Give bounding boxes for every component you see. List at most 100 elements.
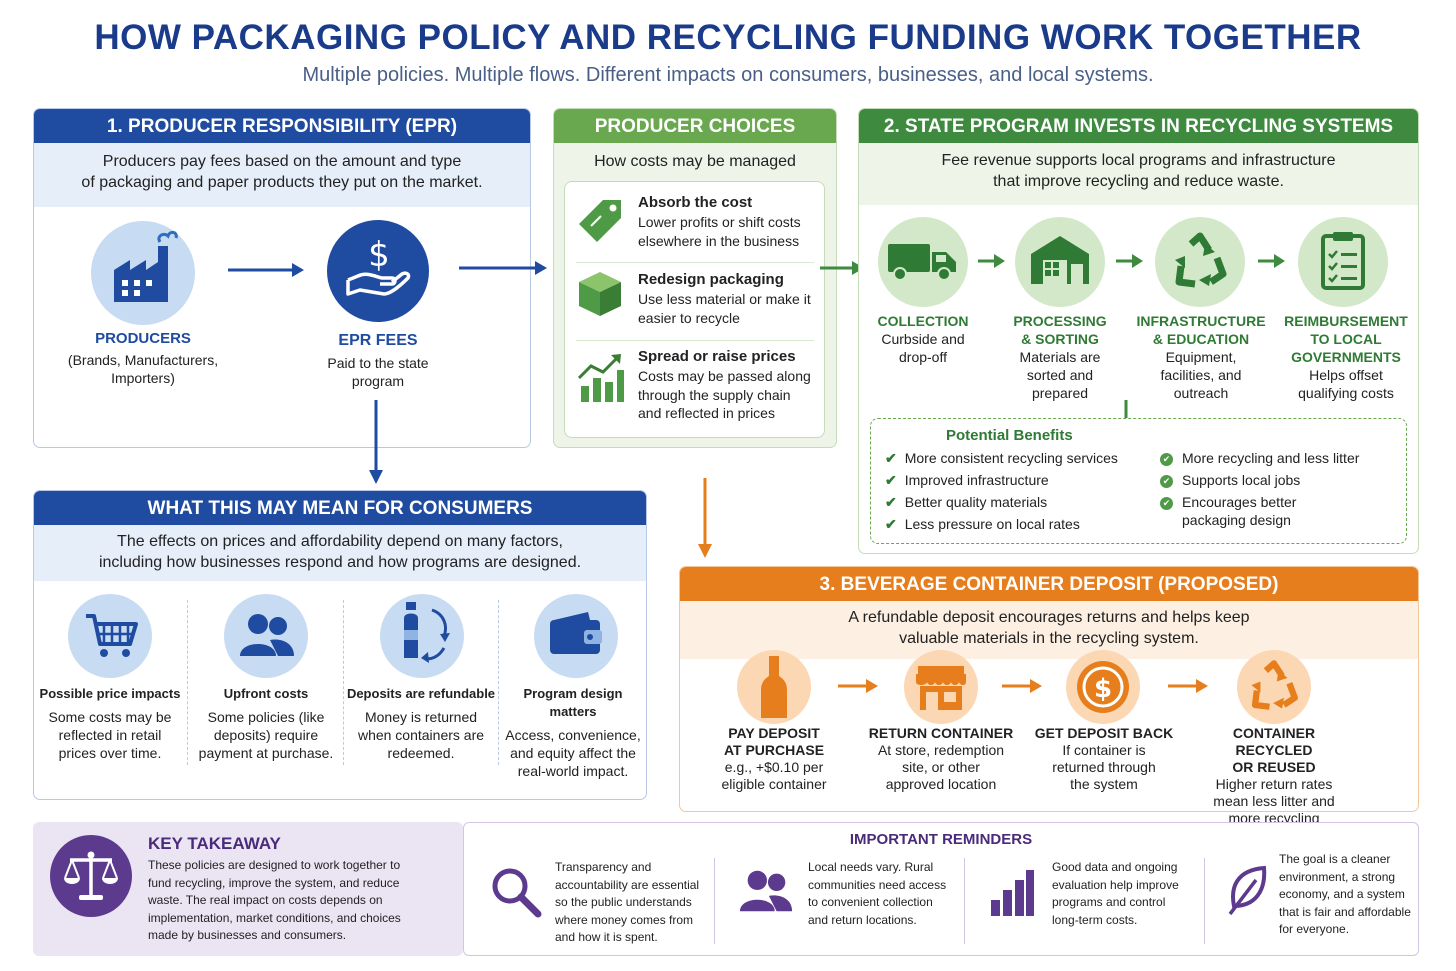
reminder-goal: The goal is a cleaner environment, a str… [1279, 851, 1414, 939]
consumers-heading: WHAT THIS MAY MEAN FOR CONSUMERS [34, 491, 646, 525]
benefits-title: Potential Benefits [946, 427, 1073, 444]
reminder-line: Good data and ongoing [1052, 860, 1178, 874]
consumer-item-deposits-l2: when containers are [357, 727, 485, 743]
benefit-left-4-text: Less pressure on local rates [904, 516, 1080, 532]
reminder-line: where money comes from [555, 912, 694, 927]
dollar-hand-icon: $ [346, 235, 411, 296]
arrow-fees-to-consumers [369, 400, 383, 484]
warehouse-icon [1031, 236, 1089, 284]
step-collection: COLLECTION Curbside and drop-off [863, 312, 983, 366]
benefit-right-1-text: More recycling and less litter [1182, 450, 1360, 466]
reminder-line: programs and control [1052, 895, 1166, 909]
choice-spread: Spread or raise prices Costs may be pass… [638, 347, 818, 423]
producers-title: PRODUCERS [95, 330, 191, 347]
fees-title: EPR FEES [338, 332, 418, 349]
consumer-item-design-title: Program design matters [523, 686, 623, 719]
takeaway-line: waste. The real impact on costs depends … [148, 893, 383, 908]
reminder-transparency: Transparency and accountability are esse… [555, 859, 710, 947]
deposit-step-recycle-t1: CONTAINER RECYCLED [1232, 725, 1316, 758]
page-title: HOW PACKAGING POLICY AND RECYCLING FUNDI… [94, 18, 1362, 57]
reminder-line: and return locations. [808, 912, 917, 927]
reminder-local-needs: Local needs vary. Rural communities need… [808, 859, 958, 929]
reminder-line: Transparency and [555, 860, 652, 874]
consumer-item-design-l2: and equity affect the [510, 745, 636, 761]
deposit-step-refund: GET DEPOSIT BACK If container is returne… [1029, 725, 1179, 793]
people-icon [240, 614, 294, 656]
choice-absorb: Absorb the cost Lower profits or shift c… [638, 193, 818, 250]
epr-desc-line1: Producers pay fees based on the amount a… [102, 153, 462, 170]
choice-spread-line3: and reflected in prices [638, 405, 775, 421]
reminder-line: to convenient collection [808, 895, 933, 909]
recycle-icon [1175, 232, 1227, 288]
reminder-line: communities need access [808, 877, 947, 892]
deposit-step-return-d1: At store, redemption [877, 742, 1005, 758]
deposit-desc-line1: A refundable deposit encourages returns … [848, 609, 1250, 626]
step-processing: PROCESSING & SORTING Materials are sorte… [1000, 312, 1120, 402]
reminders-divider [1204, 858, 1205, 944]
check-circle-icon: ✔ [1160, 453, 1173, 466]
scales-icon [64, 851, 118, 900]
reminder-line: long-term costs. [1052, 912, 1138, 927]
choice-redesign: Redesign packaging Use less material or … [638, 270, 818, 327]
page-subtitle: Multiple policies. Multiple flows. Diffe… [302, 64, 1154, 86]
state-desc-line1: Fee revenue supports local programs and … [941, 152, 1336, 169]
leaf-icon [1228, 865, 1267, 916]
recycle-icon [1251, 660, 1298, 710]
deposit-step-recycle-d2: mean less litter and [1213, 793, 1335, 809]
step-reimbursement-title1: REIMBURSEMENT [1284, 313, 1408, 329]
step-reimbursement-title3: GOVERNMENTS [1291, 349, 1401, 365]
benefits-box [870, 418, 1407, 544]
fees-line1: Paid to the state [327, 355, 429, 371]
magnifier-icon [492, 868, 542, 918]
producers-label: PRODUCERS (Brands, Manufacturers, Import… [53, 330, 233, 387]
benefit-right-3: ✔Encourages better [1160, 494, 1296, 510]
box-icon [579, 272, 621, 316]
price-tag-icon [579, 200, 621, 242]
consumer-item-design-l1: Access, convenience, [505, 727, 641, 743]
deposit-step-pay-t1: PAY DEPOSIT [728, 725, 820, 741]
choice-spread-title: Spread or raise prices [638, 348, 796, 365]
svg-text:$: $ [368, 235, 390, 275]
consumers-desc-line2: including how businesses respond and how… [98, 554, 582, 571]
step-collection-title: COLLECTION [877, 313, 969, 329]
step-infrastructure-d3: outreach [1173, 385, 1229, 401]
arrow-infrastructure-to-reimbursement [1258, 254, 1285, 268]
clipboard-icon [1321, 232, 1365, 290]
benefit-left-2-text: Improved infrastructure [904, 472, 1049, 488]
bar-chart-icon [991, 870, 1034, 916]
step-collection-d2: drop-off [899, 349, 947, 365]
benefit-right-3b: packaging design [1182, 512, 1291, 528]
check-icon: ✔ [885, 450, 897, 466]
choice-redesign-title: Redesign packaging [638, 271, 784, 288]
state-heading: 2. STATE PROGRAM INVESTS IN RECYCLING SY… [859, 109, 1418, 143]
consumer-item-upfront-title: Upfront costs [223, 686, 309, 701]
benefit-left-1-text: More consistent recycling services [904, 450, 1118, 466]
deposit-step-recycle: CONTAINER RECYCLED OR REUSED Higher retu… [1194, 725, 1354, 827]
arrow-choices-to-deposit [698, 478, 712, 558]
step-reimbursement-d1: Helps offset [1309, 367, 1383, 383]
consumer-item-upfront: Upfront costs Some policies (like deposi… [191, 685, 341, 762]
reminder-line: environment, a strong [1279, 869, 1396, 884]
choice-spread-line2: through the supply chain [638, 386, 791, 403]
choice-redesign-line2: easier to recycle [638, 309, 740, 326]
bottle-cycle-icon [404, 602, 450, 663]
reminder-line: The goal is a cleaner [1279, 852, 1391, 866]
choice-spread-line1: Costs may be passed along [638, 368, 811, 384]
consumer-item-price-l2: reflected in retail [58, 727, 162, 743]
benefit-right-1: ✔ More recycling and less litter [1160, 450, 1359, 466]
deposit-step-pay-t2: AT PURCHASE [723, 742, 825, 758]
people-circle [224, 594, 308, 678]
arrow-producers-to-fees [228, 263, 304, 277]
epr-desc-line2: of packaging and paper products they put… [81, 174, 483, 191]
takeaway-line: fund recycling, improve the system, and … [148, 875, 400, 890]
choice-absorb-line2: elsewhere in the business [638, 232, 800, 249]
store-icon [916, 666, 966, 710]
fees-line2: program [351, 373, 405, 389]
step-processing-title2: & SORTING [1021, 331, 1099, 347]
cart-circle [68, 594, 152, 678]
reminder-data: Good data and ongoing evaluation help im… [1052, 859, 1202, 929]
takeaway-title: KEY TAKEAWAY [148, 834, 281, 853]
deposit-step-refund-t1: GET DEPOSIT BACK [1034, 725, 1174, 741]
svg-text:$: $ [1094, 674, 1112, 704]
bottle-icon [761, 656, 787, 718]
